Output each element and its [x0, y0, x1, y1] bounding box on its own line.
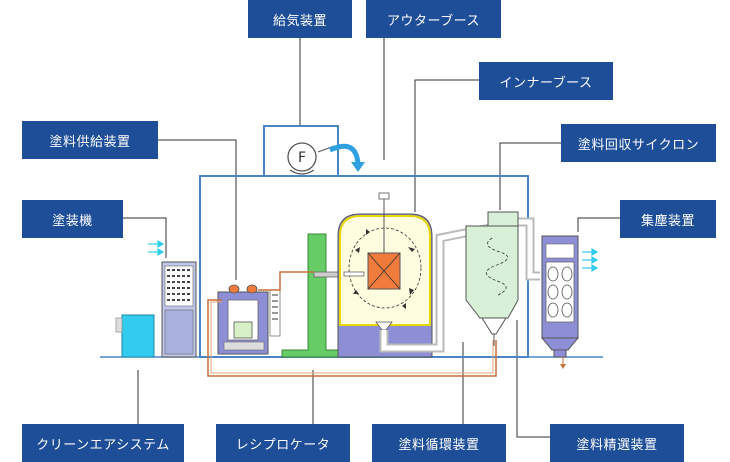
label-coater: 塗装機 [22, 200, 123, 238]
label-dust-collector: 集塵装置 [620, 200, 716, 238]
fan-icon [287, 142, 317, 172]
label-paint-supply: 塗料供給装置 [22, 121, 158, 159]
label-reciprocator: レシプロケータ [216, 424, 350, 462]
label-inner-booth: インナーブース [479, 62, 613, 100]
coater-intake-arrows [148, 239, 165, 257]
label-air-supply: 給気装置 [248, 0, 352, 38]
label-outer-booth: アウターブース [366, 0, 501, 38]
label-sorting: 塗料精選装置 [550, 424, 684, 462]
fan-symbol: F [298, 150, 306, 166]
duct-to-cyclone [379, 217, 540, 353]
coater-unit [161, 261, 197, 358]
label-clean-air: クリーンエアシステム [22, 424, 184, 462]
clean-air-unit [121, 314, 155, 358]
label-cyclone: 塗料回収サイクロン [561, 124, 716, 162]
paint-hoses [207, 271, 497, 377]
label-circulation: 塗料循環装置 [372, 424, 506, 462]
cyclone-unit [465, 211, 519, 346]
dust-collector-unit [540, 235, 599, 369]
leader-lines [123, 38, 620, 438]
paint-supply-unit [217, 284, 281, 355]
airflow-arrow-icon [328, 143, 361, 165]
inner-booth [337, 192, 433, 358]
air-supply-unit [263, 125, 365, 177]
reciprocator-unit [281, 233, 345, 358]
